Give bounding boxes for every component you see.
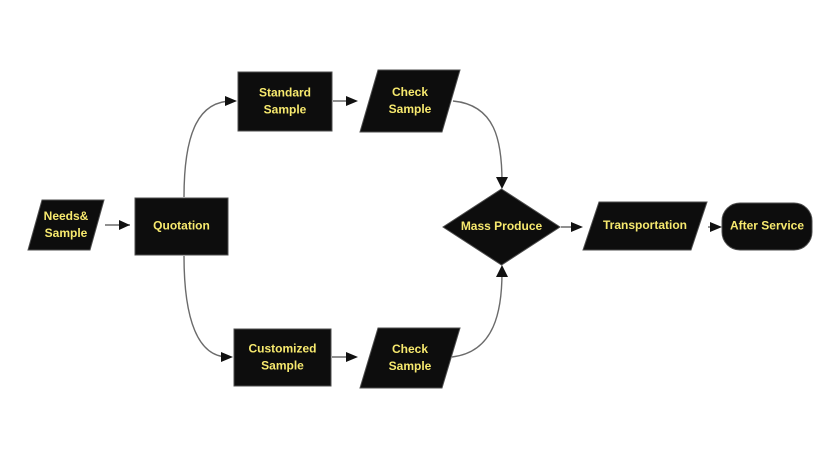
edge-path [452,100,503,183]
node-transportation[interactable]: Transportation [582,201,708,251]
edge-path [183,100,233,198]
node-shape-parallelogram [359,69,461,133]
edge-connector [708,222,722,232]
edge-connector [451,265,508,358]
edge-connector [183,255,233,362]
node-shape-rounded [721,202,813,251]
edge-connector [332,352,358,362]
node-needs-sample[interactable]: Needs&Sample [27,199,105,251]
node-after-service[interactable]: After Service [721,202,813,251]
arrowhead-icon [710,222,722,232]
edge-connector [452,100,508,189]
arrowhead-icon [119,220,130,230]
node-quotation[interactable]: Quotation [134,197,229,256]
node-shape-parallelogram [582,201,708,251]
node-shape-rectangle [237,71,333,132]
node-shape-parallelogram [27,199,105,251]
edge-path [183,255,229,358]
edges-layer [105,96,722,362]
edge-connector [333,96,358,106]
arrowhead-icon [221,352,233,362]
arrowhead-icon [225,96,237,106]
edge-connector [183,96,237,198]
arrowhead-icon [346,96,358,106]
node-mass-produce[interactable]: Mass Produce [442,188,561,266]
node-shape-diamond [442,188,561,266]
node-shape-rectangle [134,197,229,256]
edge-path [451,271,503,358]
arrowhead-icon [496,265,508,277]
edge-connector [561,222,583,232]
arrowhead-icon [496,177,508,189]
node-shape-parallelogram [359,327,461,389]
arrowhead-icon [571,222,583,232]
node-shape-rectangle [233,328,332,387]
arrowhead-icon [346,352,358,362]
nodes-layer: Needs&SampleQuotationStandardSampleCheck… [27,69,813,389]
edge-connector [105,220,130,230]
